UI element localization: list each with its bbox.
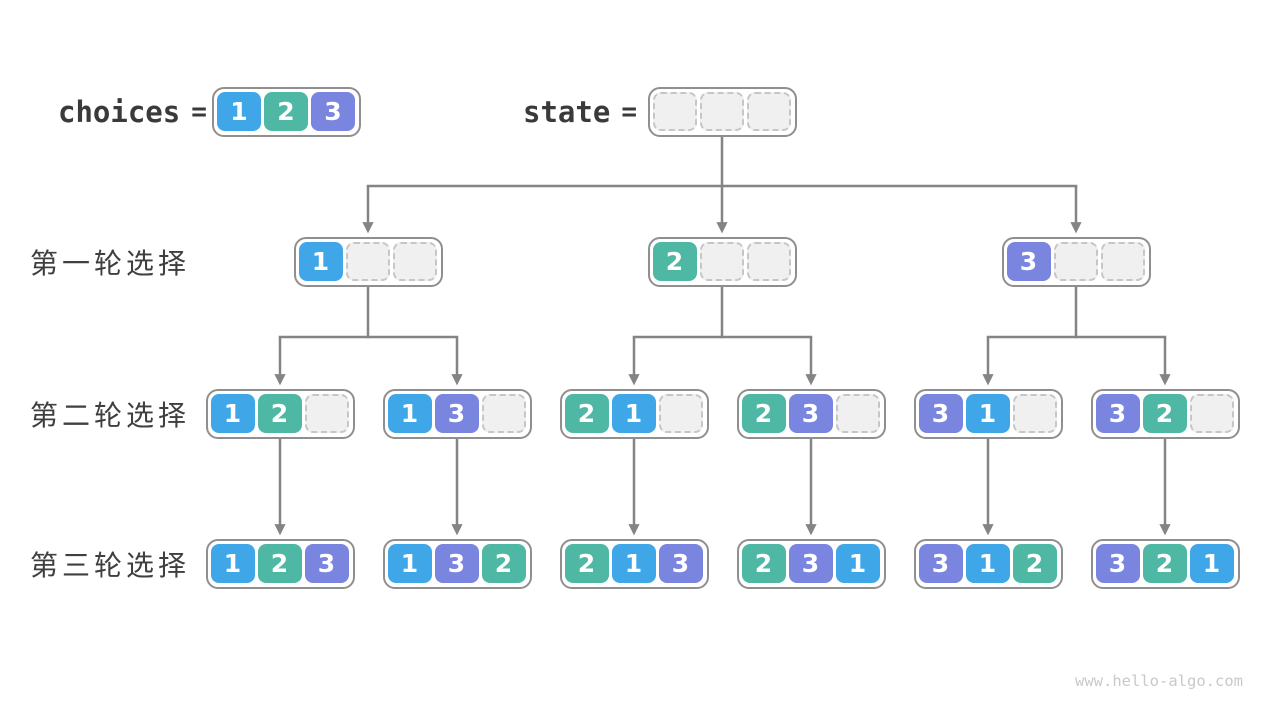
value-cell: 3 [788,544,833,583]
value-cell: 3 [434,544,479,583]
value-cell: 2 [1012,544,1057,583]
value-cell: 3 [918,394,963,433]
empty-slot [700,92,744,131]
value-cell: 3 [1095,544,1140,583]
value-cell: 3 [658,544,703,583]
state-box-round1-3: 3 [1001,237,1151,287]
choices-label: choices [58,95,181,129]
empty-slot [1189,394,1234,433]
empty-slot [392,242,437,281]
value-cell: 1 [611,544,656,583]
value-cell: 2 [652,242,697,281]
value-cell: 1 [210,394,255,433]
value-cell: 1 [217,92,261,131]
value-cell: 3 [918,544,963,583]
value-cell: 3 [1095,394,1140,433]
empty-slot [747,92,791,131]
value-cell: 3 [311,92,355,131]
value-cell: 1 [965,394,1010,433]
value-cell: 1 [387,394,432,433]
row-label-round-2: 第二轮选择 [30,400,191,431]
value-cell: 1 [611,394,656,433]
value-cell: 2 [741,544,786,583]
value-cell: 1 [835,544,880,583]
state-box-round1-2: 2 [647,237,797,287]
choices-equals-sign: = [191,97,207,127]
empty-slot [653,92,697,131]
empty-slot [481,394,526,433]
empty-slot [699,242,744,281]
empty-slot [1053,242,1098,281]
empty-slot [1100,242,1145,281]
empty-slot [658,394,703,433]
value-cell: 3 [434,394,479,433]
empty-slot [345,242,390,281]
value-cell: 1 [298,242,343,281]
value-cell: 2 [1142,394,1187,433]
value-cell: 3 [788,394,833,433]
state-array-box [648,87,797,137]
value-cell: 1 [210,544,255,583]
value-cell: 2 [481,544,526,583]
value-cell: 3 [1006,242,1051,281]
state-box-round1-1: 1 [293,237,443,287]
value-cell: 1 [965,544,1010,583]
empty-slot [835,394,880,433]
value-cell: 2 [1142,544,1187,583]
state-declaration: state = [523,87,637,137]
value-cell: 2 [257,544,302,583]
empty-slot [746,242,791,281]
choices-declaration: choices = [58,87,207,137]
value-cell: 1 [1189,544,1234,583]
value-cell: 2 [564,544,609,583]
empty-slot [1012,394,1057,433]
value-cell: 3 [304,544,349,583]
watermark: www.hello-algo.com [1075,672,1243,690]
value-cell: 2 [564,394,609,433]
row-label-round-1: 第一轮选择 [30,248,191,279]
empty-slot [304,394,349,433]
value-cell: 2 [741,394,786,433]
value-cell: 2 [257,394,302,433]
state-equals-sign: = [621,97,637,127]
value-cell: 1 [387,544,432,583]
state-label: state [523,95,611,129]
value-cell: 2 [264,92,308,131]
row-label-round-3: 第三轮选择 [30,550,191,581]
